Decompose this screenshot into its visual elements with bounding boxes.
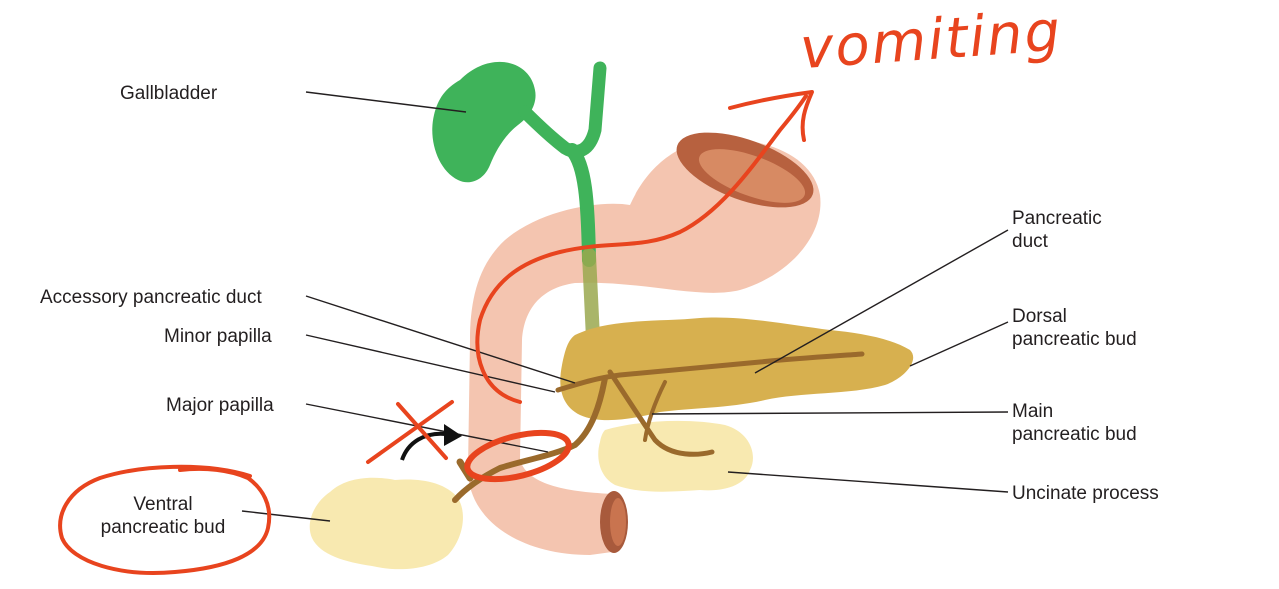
label-main-line-2: pancreatic bud — [1012, 424, 1137, 445]
cross-mark — [366, 400, 454, 464]
label-ventral-line-2: pancreatic bud — [100, 517, 226, 538]
label-minor-papilla: Minor papilla — [164, 326, 272, 347]
duodenum — [468, 132, 821, 555]
label-uncinate-process: Uncinate process — [1012, 483, 1159, 504]
vomiting-path-arrow — [475, 94, 808, 404]
pancreatic-ducts — [452, 351, 865, 503]
leader-lines — [241, 91, 1009, 522]
label-pancreatic-duct: Pancreatic duct — [1012, 207, 1102, 253]
label-main-line-1: Main — [1012, 401, 1054, 422]
label-major-papilla: Major papilla — [166, 395, 274, 416]
label-pancreatic-duct-line-1: Pancreatic — [1012, 208, 1102, 229]
ventral-pancreatic-bud — [309, 477, 463, 570]
label-dorsal-line-2: pancreatic bud — [1012, 329, 1137, 350]
papilla-circle — [464, 429, 572, 483]
label-dorsal-pancreatic-bud: Dorsal pancreatic bud — [1012, 305, 1137, 351]
main-pancreatic-bud — [598, 420, 753, 492]
label-accessory-pancreatic-duct: Accessory pancreatic duct — [40, 287, 262, 308]
label-pancreatic-duct-line-2: duct — [1012, 231, 1048, 252]
handwritten-annotations — [58, 90, 814, 575]
label-dorsal-line-1: Dorsal — [1012, 306, 1067, 327]
dorsal-pancreatic-bud — [560, 317, 914, 421]
arrowhead — [728, 90, 814, 142]
label-ventral-line-1: Ventral — [133, 494, 193, 515]
label-ventral-pancreatic-bud: Ventral pancreatic bud — [88, 493, 238, 539]
label-gallbladder: Gallbladder — [120, 83, 218, 104]
ventral-bud-circle — [58, 464, 272, 575]
label-main-pancreatic-bud: Main pancreatic bud — [1012, 400, 1137, 446]
rotation-arrow — [400, 424, 462, 461]
